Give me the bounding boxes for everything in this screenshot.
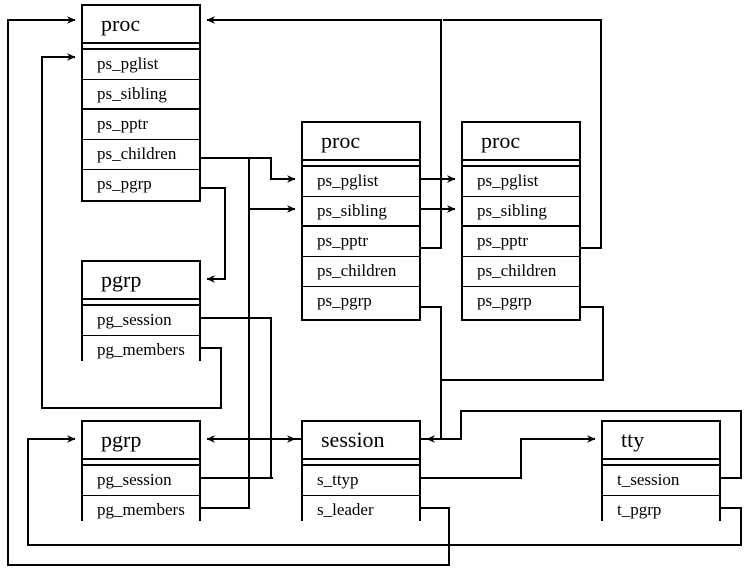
struct-title: tty [603,422,719,460]
field-pg-members[interactable]: pg_members [83,496,199,526]
struct-box-proc-parent[interactable]: proc ps_pglist ps_sibling ps_pptr ps_chi… [81,4,201,202]
field-ps-sibling[interactable]: ps_sibling [83,80,199,110]
field-pg-session[interactable]: pg_session [83,306,199,336]
struct-title: proc [463,123,579,161]
struct-title: session [303,422,419,460]
field-ps-sibling[interactable]: ps_sibling [463,197,579,227]
struct-box-proc-child-2[interactable]: proc ps_pglist ps_sibling ps_pptr ps_chi… [461,121,581,321]
struct-title: proc [303,123,419,161]
struct-title: pgrp [83,422,199,460]
field-s-leader[interactable]: s_leader [303,496,419,526]
field-pg-members[interactable]: pg_members [83,336,199,366]
struct-box-proc-child-1[interactable]: proc ps_pglist ps_sibling ps_pptr ps_chi… [301,121,421,321]
struct-title: pgrp [83,262,199,300]
field-t-pgrp[interactable]: t_pgrp [603,496,719,526]
struct-box-session[interactable]: session s_ttyp s_leader [301,420,421,526]
field-s-ttyp[interactable]: s_ttyp [303,466,419,496]
field-ps-pgrp[interactable]: ps_pgrp [463,287,579,317]
struct-box-pgrp-lower[interactable]: pgrp pg_session pg_members [81,420,201,526]
wire-parent-pgrp-to-pgrp-upper [201,187,226,283]
field-ps-pptr[interactable]: ps_pptr [83,110,199,140]
field-ps-children[interactable]: ps_children [83,140,199,170]
field-ps-pglist[interactable]: ps_pglist [83,50,199,80]
field-t-session[interactable]: t_session [603,466,719,496]
struct-box-pgrp-upper[interactable]: pgrp pg_session pg_members [81,260,201,366]
field-ps-sibling[interactable]: ps_sibling [303,197,419,227]
field-pg-session[interactable]: pg_session [83,466,199,496]
field-ps-pgrp[interactable]: ps_pgrp [303,287,419,317]
wire-parent-children-to-child1-pglist [201,157,296,183]
wire-pgrp-lower-members-to-parent-children [201,160,250,509]
struct-box-tty[interactable]: tty t_session t_pgrp [601,420,721,526]
field-ps-pgrp[interactable]: ps_pgrp [83,170,199,200]
field-ps-children[interactable]: ps_children [463,257,579,287]
field-ps-pglist[interactable]: ps_pglist [303,167,419,197]
wire-pgrp-upper-session-bus [201,317,272,478]
field-ps-children[interactable]: ps_children [303,257,419,287]
wire-parent-children-to-child1-sibling [248,158,296,213]
wire-session-bus-to-session-title [270,435,296,478]
field-ps-pptr[interactable]: ps_pptr [463,227,579,257]
field-ps-pptr[interactable]: ps_pptr [303,227,419,257]
wire-session-ttyp-to-tty-title [421,435,596,479]
field-ps-pglist[interactable]: ps_pglist [463,167,579,197]
struct-title: proc [83,6,199,44]
